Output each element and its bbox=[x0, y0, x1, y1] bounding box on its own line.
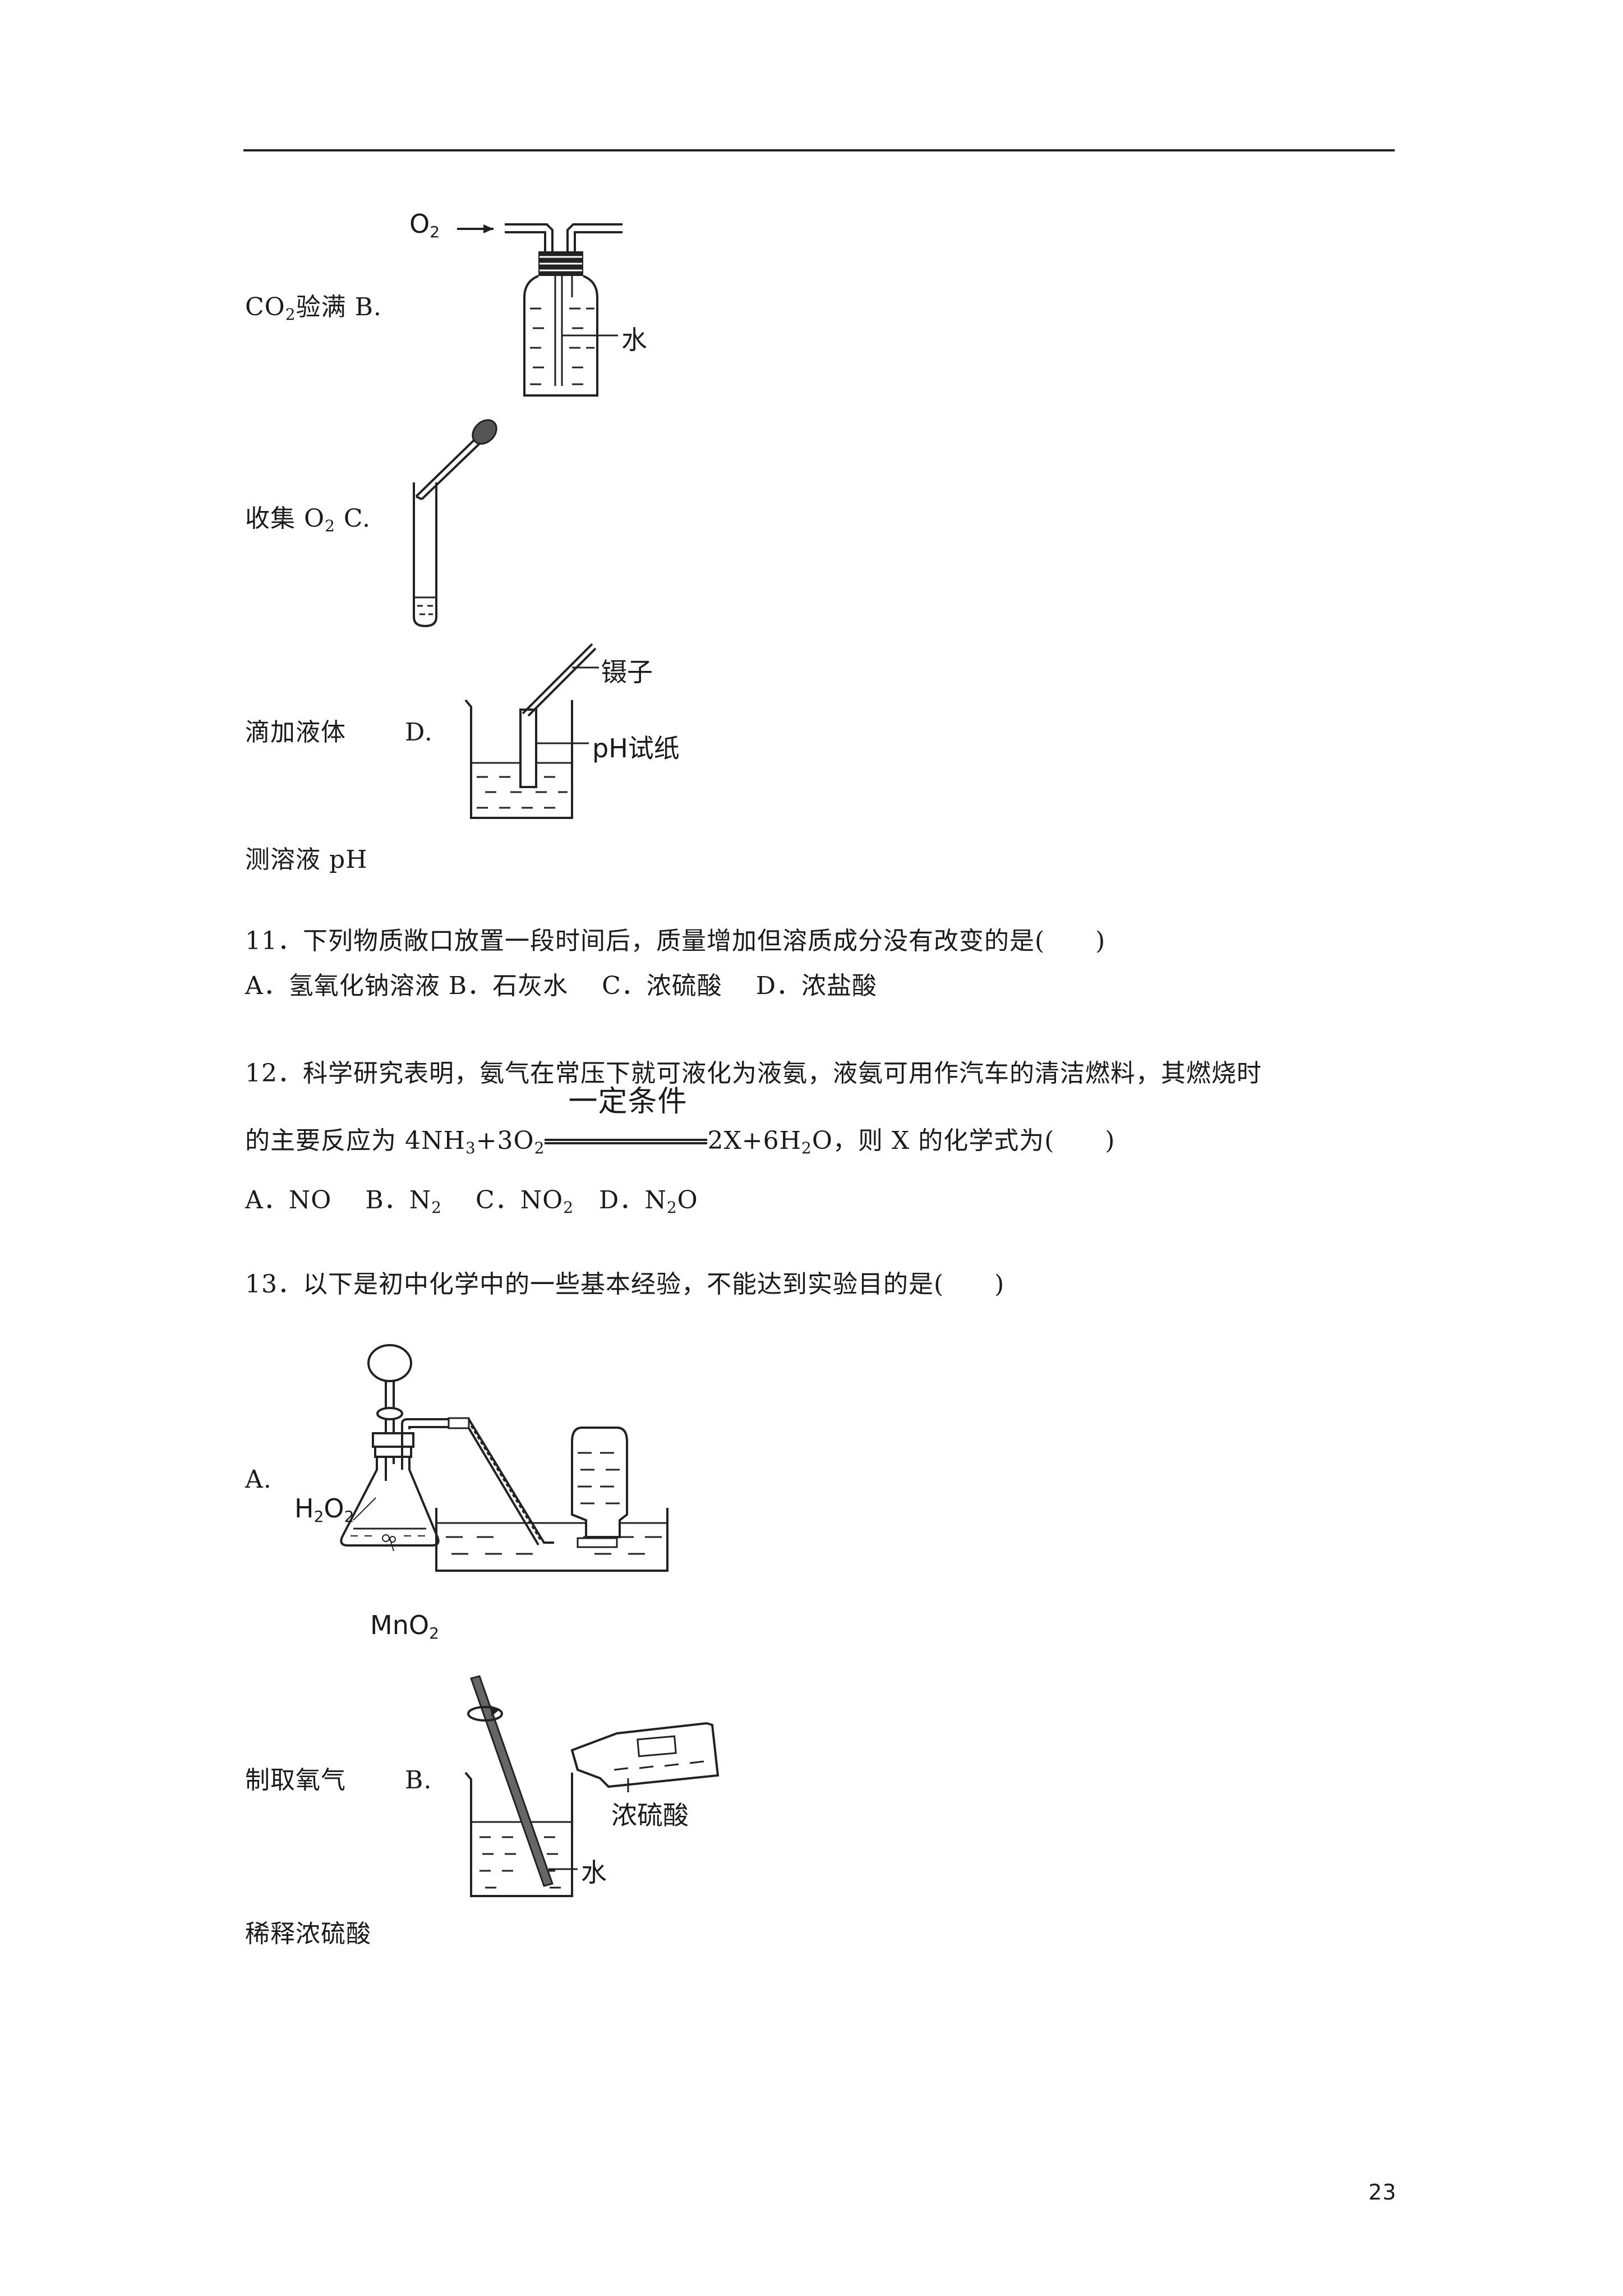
question-12-options: A．NO B．N2 C．NO2 D．N2O bbox=[245, 1186, 698, 1217]
fig4-h2o2-label: H2O2 bbox=[294, 1493, 354, 1526]
figure-dilute-acid bbox=[464, 1675, 720, 1897]
line-make-oxygen: 制取氧气 B. bbox=[245, 1766, 432, 1795]
fig4-mno2-label: MnO2 bbox=[370, 1610, 439, 1642]
fig5-water-label: 水 bbox=[581, 1857, 607, 1888]
option-a-label: A. bbox=[245, 1465, 272, 1494]
fig3-tweezers-label: 镊子 bbox=[601, 657, 653, 687]
line-add-liquid: 滴加液体 D. bbox=[245, 718, 433, 747]
line-dilute-acid: 稀释浓硫酸 bbox=[245, 1920, 371, 1948]
question-12-line1: 12．科学研究表明，氨气在常压下就可液化为液氨，液氨可用作汽车的清洁燃料，其燃烧… bbox=[245, 1059, 1262, 1088]
question-11: 11．下列物质敞口放置一段时间后，质量增加但溶质成分没有改变的是( ) bbox=[245, 927, 1106, 955]
figure-oxygen-apparatus bbox=[340, 1344, 668, 1572]
figure-dropper-tube bbox=[413, 419, 497, 628]
figure-gas-bottle bbox=[457, 223, 623, 397]
fig3-ph-paper-label: pH试纸 bbox=[592, 733, 680, 763]
reaction-condition: 一定条件 bbox=[568, 1085, 688, 1119]
question-11-options: A．氢氧化钠溶液 B．石灰水 C．浓硫酸 D．浓盐酸 bbox=[245, 972, 878, 1000]
equals-sign bbox=[545, 1139, 708, 1144]
line-collect-o2: 收集 O2 C. bbox=[245, 504, 371, 535]
header-rule bbox=[243, 149, 1395, 151]
line-measure-ph: 测溶液 pH bbox=[245, 845, 368, 874]
fig1-water-label: 水 bbox=[621, 325, 647, 355]
fig5-conc-acid-label: 浓硫酸 bbox=[611, 1800, 689, 1830]
question-13: 13．以下是初中化学中的一些基本经验，不能达到实验目的是( ) bbox=[245, 1270, 1005, 1299]
fig1-o2-label: O2 bbox=[409, 209, 440, 241]
figure-ph-beaker bbox=[464, 643, 599, 819]
line-co2-check: CO2验满 B. bbox=[245, 293, 382, 324]
page-number: 23 bbox=[1368, 2180, 1397, 2205]
